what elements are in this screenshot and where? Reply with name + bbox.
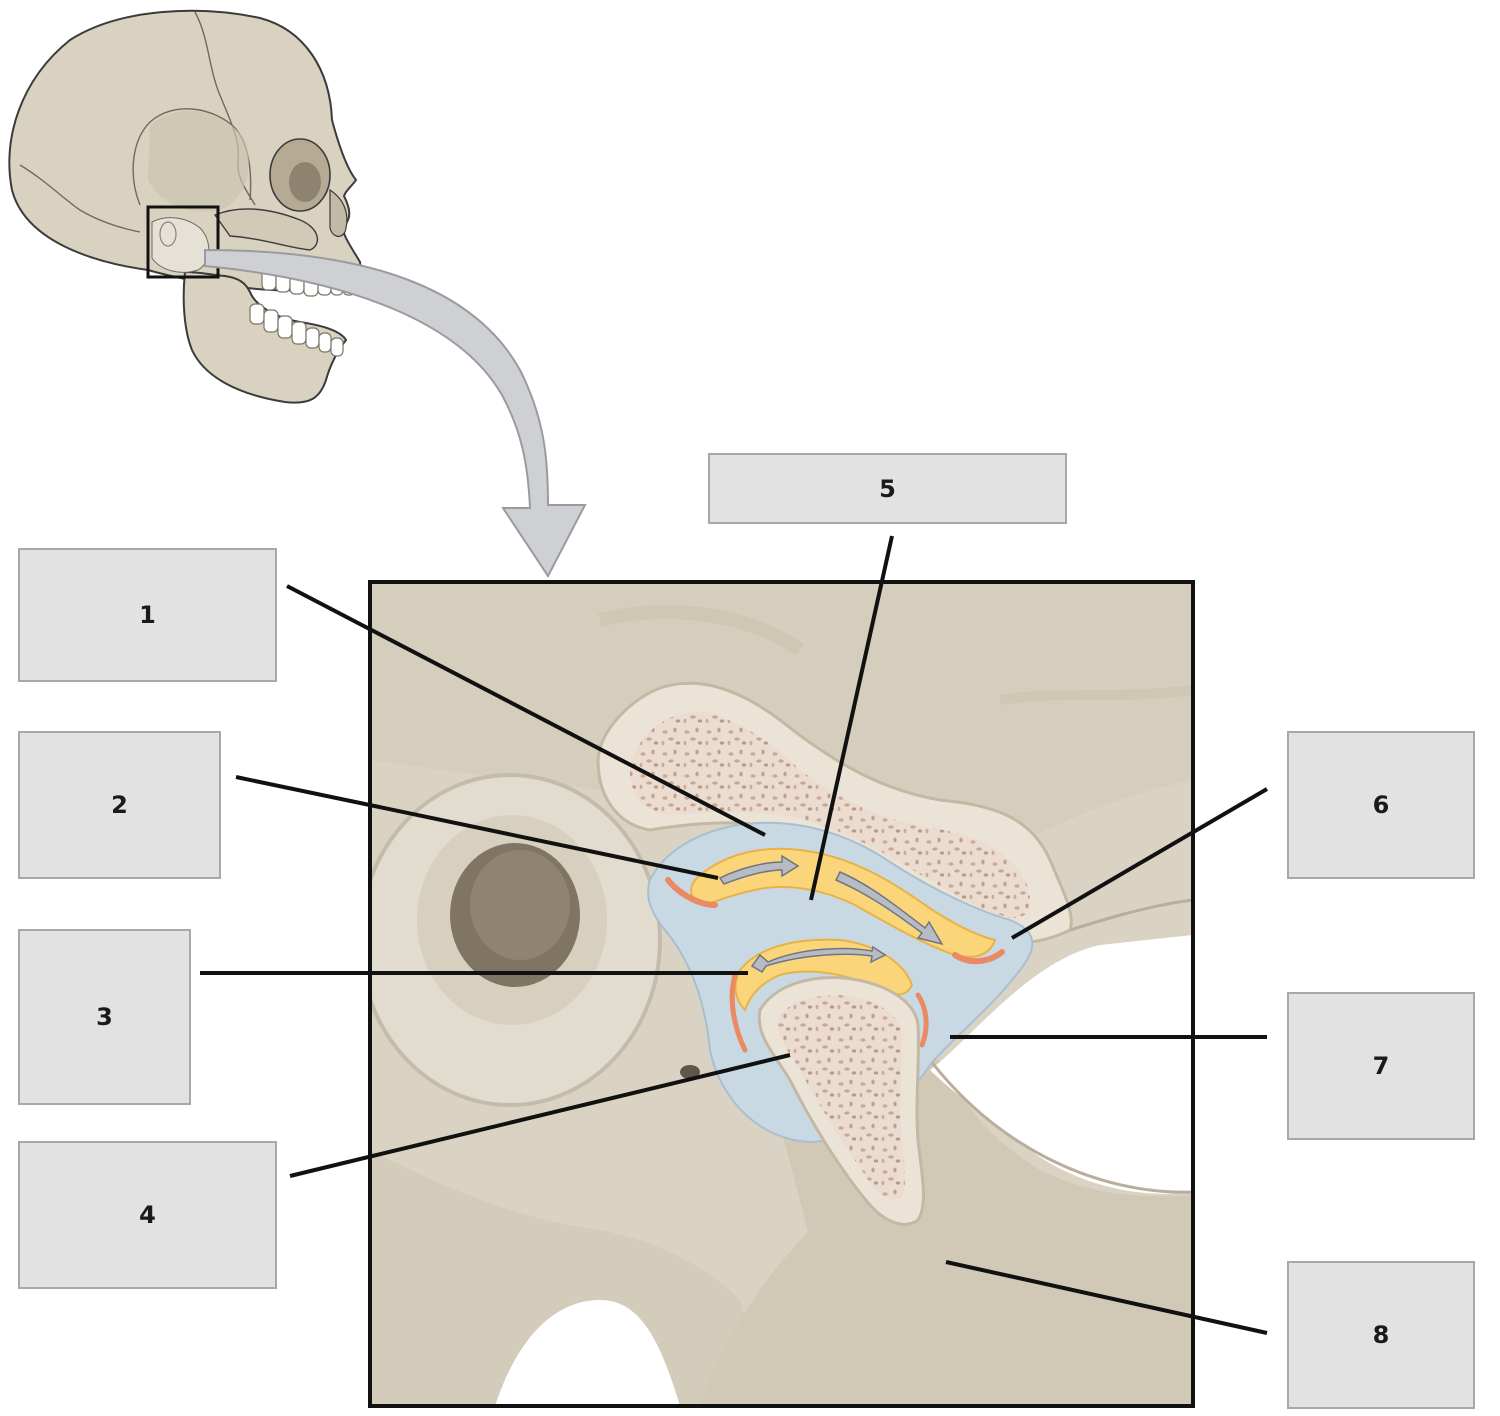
label-box-4[interactable]: 4 — [18, 1141, 277, 1289]
joint-inset — [370, 582, 1193, 1406]
tmj-highlight-box — [146, 205, 220, 279]
articular-cartilage-lower — [729, 972, 748, 1053]
leader-line-5 — [809, 535, 894, 901]
leader-lines — [200, 535, 1269, 1335]
skull-illustration — [8, 9, 362, 404]
label-box-2[interactable]: 2 — [18, 731, 221, 879]
articular-cartilage-upper — [665, 877, 718, 908]
label-text-6: 6 — [1372, 791, 1390, 819]
label-box-7[interactable]: 7 — [1287, 992, 1475, 1140]
label-box-3[interactable]: 3 — [18, 929, 191, 1105]
leader-line-1 — [286, 584, 766, 837]
lambdoid-suture — [19, 164, 141, 233]
label-text-5: 5 — [879, 474, 896, 503]
label-box-8[interactable]: 8 — [1287, 1261, 1475, 1409]
leader-line-4 — [289, 1053, 791, 1178]
label-box-5[interactable]: 5 — [708, 453, 1067, 524]
leader-line-6 — [1010, 787, 1269, 940]
leader-line-8 — [945, 1260, 1268, 1335]
label-box-1[interactable]: 1 — [18, 548, 277, 682]
label-text-2: 2 — [111, 791, 128, 819]
label-text-3: 3 — [96, 1003, 113, 1031]
label-text-4: 4 — [139, 1201, 156, 1229]
zoom-arrow — [204, 248, 587, 578]
label-text-8: 8 — [1372, 1321, 1390, 1349]
leader-line-2 — [235, 775, 719, 880]
label-text-1: 1 — [139, 601, 156, 629]
joint-inset-border — [368, 580, 1195, 1408]
gliding-arrows — [718, 854, 944, 974]
label-box-6[interactable]: 6 — [1287, 731, 1475, 879]
lower-teeth — [249, 303, 344, 357]
label-text-7: 7 — [1372, 1052, 1390, 1080]
